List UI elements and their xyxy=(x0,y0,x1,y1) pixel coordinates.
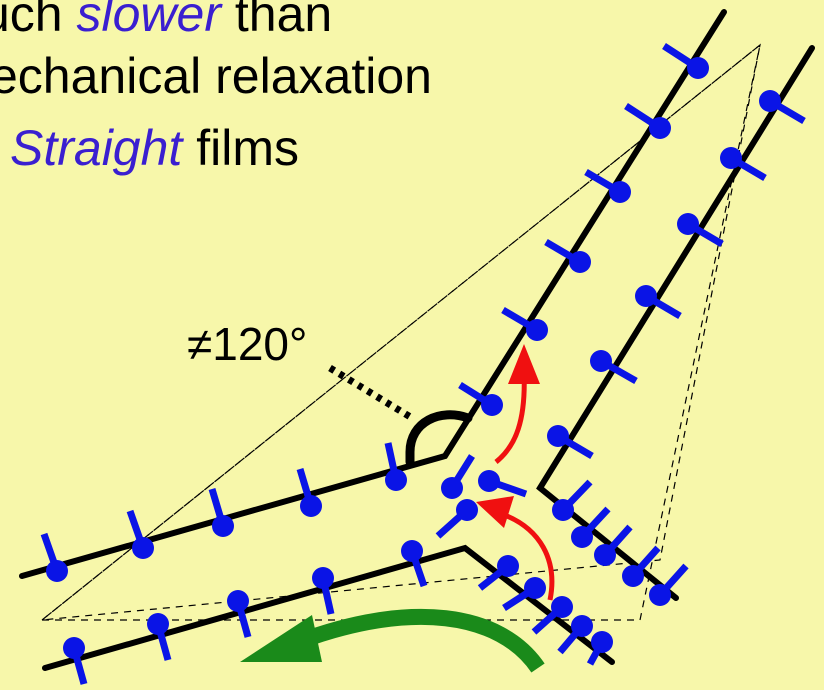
molecule-head xyxy=(481,394,503,416)
molecule-head xyxy=(635,285,657,307)
film-lower xyxy=(42,544,615,671)
molecule-head xyxy=(132,537,154,559)
molecule-head xyxy=(63,637,85,659)
caption-line-3: Straight films xyxy=(10,118,299,178)
molecule-head xyxy=(227,590,249,612)
molecule-head xyxy=(594,544,616,566)
molecule-head xyxy=(551,596,573,618)
molecule-head xyxy=(677,213,699,235)
caption-line-2: echanical relaxation xyxy=(0,48,432,104)
molecule-head xyxy=(687,57,709,79)
diffusion-arrow-lower xyxy=(501,511,555,601)
molecule-head xyxy=(441,477,463,499)
caption: uch slower than echanical relaxation Str… xyxy=(0,0,600,190)
molecule-head xyxy=(497,555,519,577)
molecule-head xyxy=(300,495,322,517)
diffusion-arrow-upper xyxy=(494,371,527,464)
molecule-head xyxy=(478,470,500,492)
molecule-head xyxy=(759,90,781,112)
molecule-head xyxy=(571,526,593,548)
molecule-head xyxy=(147,613,169,635)
caption-emphasis-slower: slower xyxy=(76,0,221,42)
caption-line-3-suffix: films xyxy=(182,120,299,176)
angle-label: ≠120° xyxy=(187,318,307,370)
molecule-head xyxy=(385,469,407,491)
diffusion-arrowhead-upper xyxy=(508,344,540,384)
molecule-head xyxy=(401,540,423,562)
caption-emphasis-straight: Straight xyxy=(10,120,183,176)
dashed-triangle-right xyxy=(40,43,761,621)
molecule-head xyxy=(569,251,591,273)
film-right xyxy=(536,45,815,601)
molecule-head xyxy=(622,565,644,587)
molecule-head xyxy=(720,147,742,169)
caption-line-1-prefix: uch xyxy=(0,0,63,42)
angle-pointer-dotted-line xyxy=(328,365,414,421)
molecules xyxy=(40,43,806,685)
molecule-head xyxy=(526,319,548,341)
caption-line-1-suffix: than xyxy=(221,0,333,42)
molecule-head xyxy=(312,567,334,589)
molecule-head xyxy=(524,577,546,599)
flow-arrow xyxy=(295,608,545,673)
films xyxy=(19,9,815,671)
molecule-head xyxy=(46,560,68,582)
film-upper-left xyxy=(19,9,727,579)
molecule-head xyxy=(649,584,671,606)
molecule-head xyxy=(609,181,631,203)
junction-angle-arc xyxy=(405,410,473,467)
flow-arrowhead xyxy=(240,615,322,662)
molecule-head xyxy=(649,117,671,139)
molecule-head xyxy=(571,615,593,637)
molecule-head xyxy=(590,350,612,372)
diffusion-arrowhead-lower xyxy=(476,496,514,528)
molecule-head xyxy=(456,499,478,521)
molecule-head xyxy=(552,499,574,521)
caption-line-1: uch slower than xyxy=(0,0,332,44)
molecule-head xyxy=(591,631,613,653)
molecule-head xyxy=(547,425,569,447)
molecule-head xyxy=(212,515,234,537)
